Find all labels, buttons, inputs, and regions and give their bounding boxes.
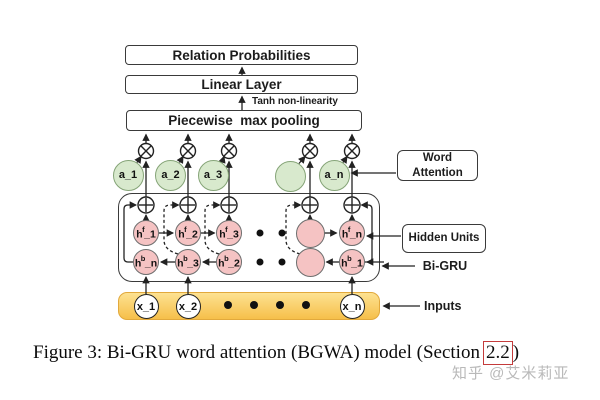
caption-section-ref: 2.2 (482, 341, 513, 365)
bigru-container-box (118, 193, 380, 282)
hidden-unit-hb3: hb_3 (175, 249, 201, 275)
connector-hb-to-plus-dashed (204, 201, 221, 255)
hidden-unit-hfn: hf_n (339, 220, 365, 246)
hidden-unit-hf3: hf_3 (216, 220, 242, 246)
inputs-label: Inputs (424, 299, 462, 313)
attention-unit-a3: a_3 (197, 159, 229, 191)
connector-hb-to-plus-dashed (285, 201, 302, 255)
arrow-attention-to-mult (134, 155, 142, 164)
hidden-unit-hb2: hb_2 (216, 249, 242, 275)
arrow-attention-to-mult (298, 155, 306, 164)
linear-layer-label: Linear Layer (201, 77, 282, 92)
hidden-unit-label: hf_n (341, 224, 363, 241)
input-unit-x1: x_1 (133, 294, 159, 319)
relation-probabilities-box: Relation Probabilities (125, 45, 358, 65)
input-unit-label: x_n (342, 300, 362, 313)
plus-icon (179, 196, 197, 214)
word-attention-label-line1: Word (422, 152, 453, 165)
attention-unit-a2: a_2 (155, 159, 186, 191)
multiply-icon (137, 142, 155, 160)
hidden-unit-label: hf_1 (136, 224, 156, 241)
hidden-unit-label: hb_3 (177, 253, 199, 270)
piecewise-max-pooling-label: Piecewise max pooling (168, 113, 320, 128)
figure-caption: Figure 3: Bi-GRU word attention (BGWA) m… (33, 341, 520, 365)
word-attention-box: Word Attention (397, 150, 478, 181)
hidden-unit-label: hb_2 (218, 253, 240, 270)
caption-text: Figure 3: Bi-GRU word attention (BGWA) m… (33, 342, 480, 363)
hidden-unit-hb1: hb_1 (339, 249, 365, 275)
bigru-label: Bi-GRU (422, 258, 468, 273)
input-unit-x2: x_2 (175, 294, 201, 319)
attention-unit-a1: a_1 (112, 159, 144, 191)
attention-unit-label: a_n (324, 169, 344, 181)
input-unit-label: x_1 (136, 300, 156, 313)
hidden-units-box: Hidden Units (402, 224, 486, 253)
multiply-icon (343, 142, 361, 160)
attention-unit-label: a_3 (203, 169, 223, 181)
hidden-unit-label: hb_n (134, 253, 158, 270)
hidden-unit-label: hb_1 (341, 253, 363, 270)
relation-probabilities-label: Relation Probabilities (172, 47, 311, 63)
caption-close-paren: ) (512, 342, 520, 363)
linear-layer-box: Linear Layer (125, 75, 358, 94)
hidden-unit-label: hf_3 (219, 224, 239, 241)
tanh-nonlinearity-note: Tanh non-linearity (252, 95, 338, 107)
watermark: 知乎 @艾米莉亚 (452, 365, 570, 382)
arrow-attention-to-mult (340, 155, 348, 164)
hidden-unit-hb-blank (295, 247, 325, 277)
connector-hbn-to-plus1 (123, 201, 138, 263)
plus-icon-row (137, 196, 361, 214)
multiply-icon (220, 142, 238, 160)
arrow-attention-to-mult (218, 155, 226, 164)
connector-hb-to-plus-dashed (163, 201, 180, 255)
attention-unit-blank (274, 160, 306, 192)
piecewise-max-pooling-box: Piecewise max pooling (126, 110, 362, 131)
multiply-icon (301, 142, 319, 160)
ellipsis-dots (224, 229, 310, 309)
hidden-unit-hbn: hb_n (133, 249, 159, 275)
multiply-icon-row (137, 142, 361, 160)
hidden-unit-hf-blank (295, 218, 325, 248)
input-unit-label: x_2 (178, 300, 198, 313)
multiply-icon (179, 142, 197, 160)
hidden-unit-hf2: hf_2 (175, 220, 201, 246)
plus-icon (343, 196, 361, 214)
attention-unit-label: a_1 (118, 169, 138, 181)
arrow-attention-to-mult (176, 155, 184, 164)
plus-icon (220, 196, 238, 214)
inputs-container-box (118, 292, 380, 320)
attention-unit-an: a_n (318, 159, 350, 191)
hidden-units-label: Hidden Units (408, 232, 480, 245)
attention-unit-label: a_2 (161, 169, 180, 181)
plus-icon (301, 196, 319, 214)
word-attention-label-line2: Attention (412, 166, 463, 179)
input-unit-xn: x_n (339, 294, 365, 319)
hidden-unit-label: hf_2 (178, 224, 198, 241)
hidden-unit-hf1: hf_1 (133, 220, 159, 246)
plus-icon (137, 196, 155, 214)
